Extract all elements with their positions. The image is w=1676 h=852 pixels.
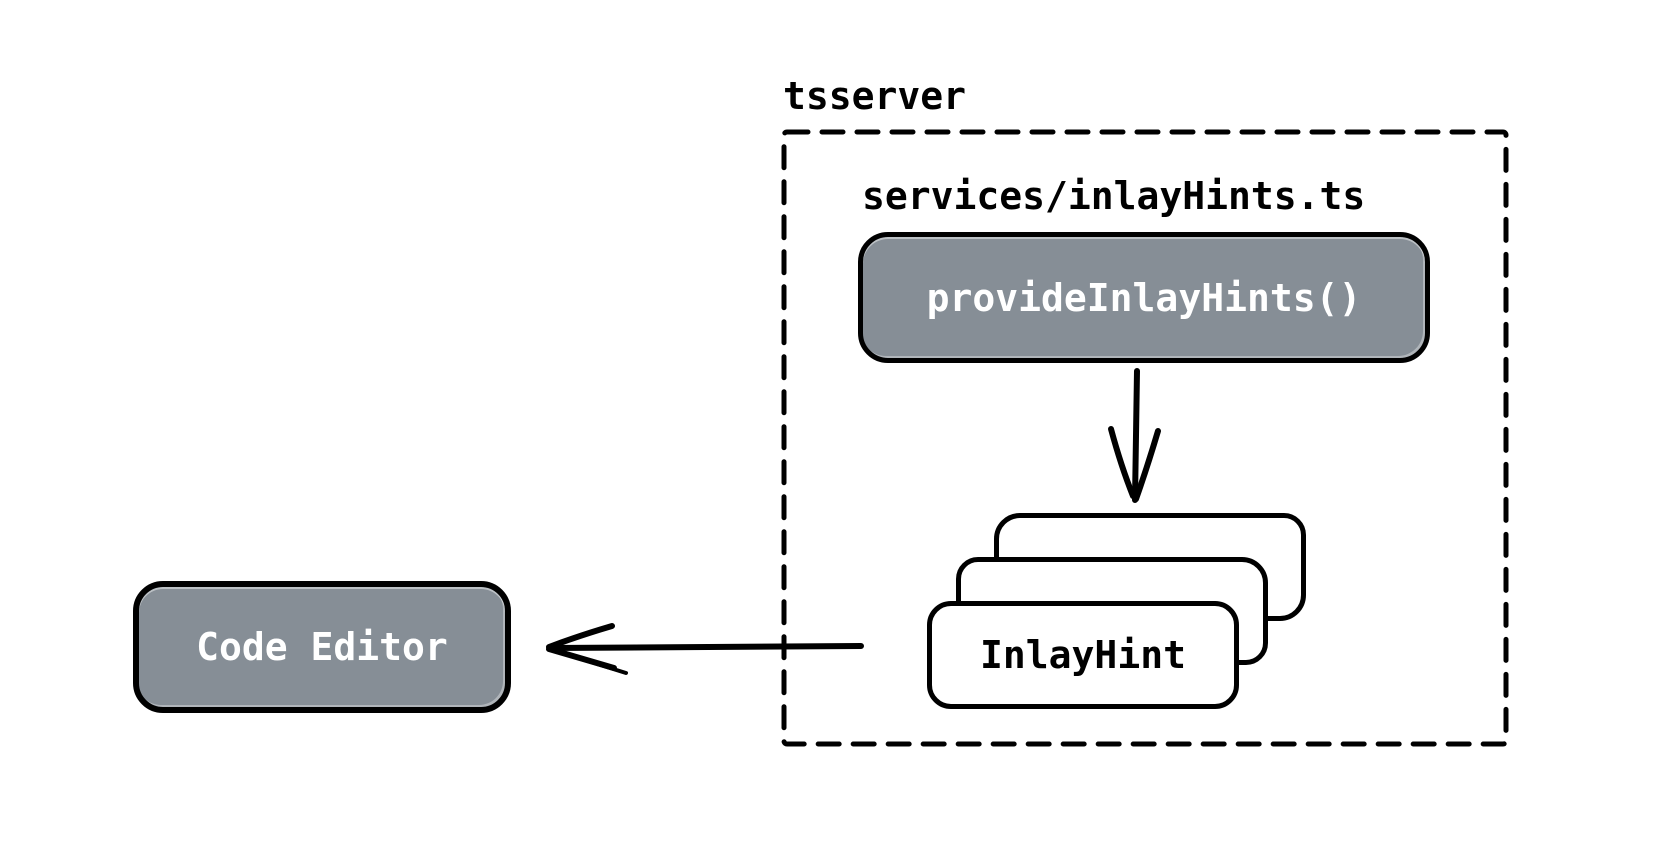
tsserver-group-title: tsserver [783, 74, 967, 118]
inlay-hint-card-front: InlayHint [927, 601, 1239, 709]
provide-inlay-hints-node: provideInlayHints() [858, 232, 1430, 363]
provide-inlay-hints-label: provideInlayHints() [926, 275, 1362, 320]
inlay-hint-label: InlayHint [980, 633, 1186, 677]
code-editor-label: Code Editor [196, 625, 448, 669]
arrow-inlayhints-to-editor-icon [546, 623, 864, 675]
code-editor-node: Code Editor [133, 581, 511, 713]
arrow-provide-to-inlayhints-icon [1108, 368, 1161, 503]
file-path-label: services/inlayHints.ts [862, 174, 1366, 218]
